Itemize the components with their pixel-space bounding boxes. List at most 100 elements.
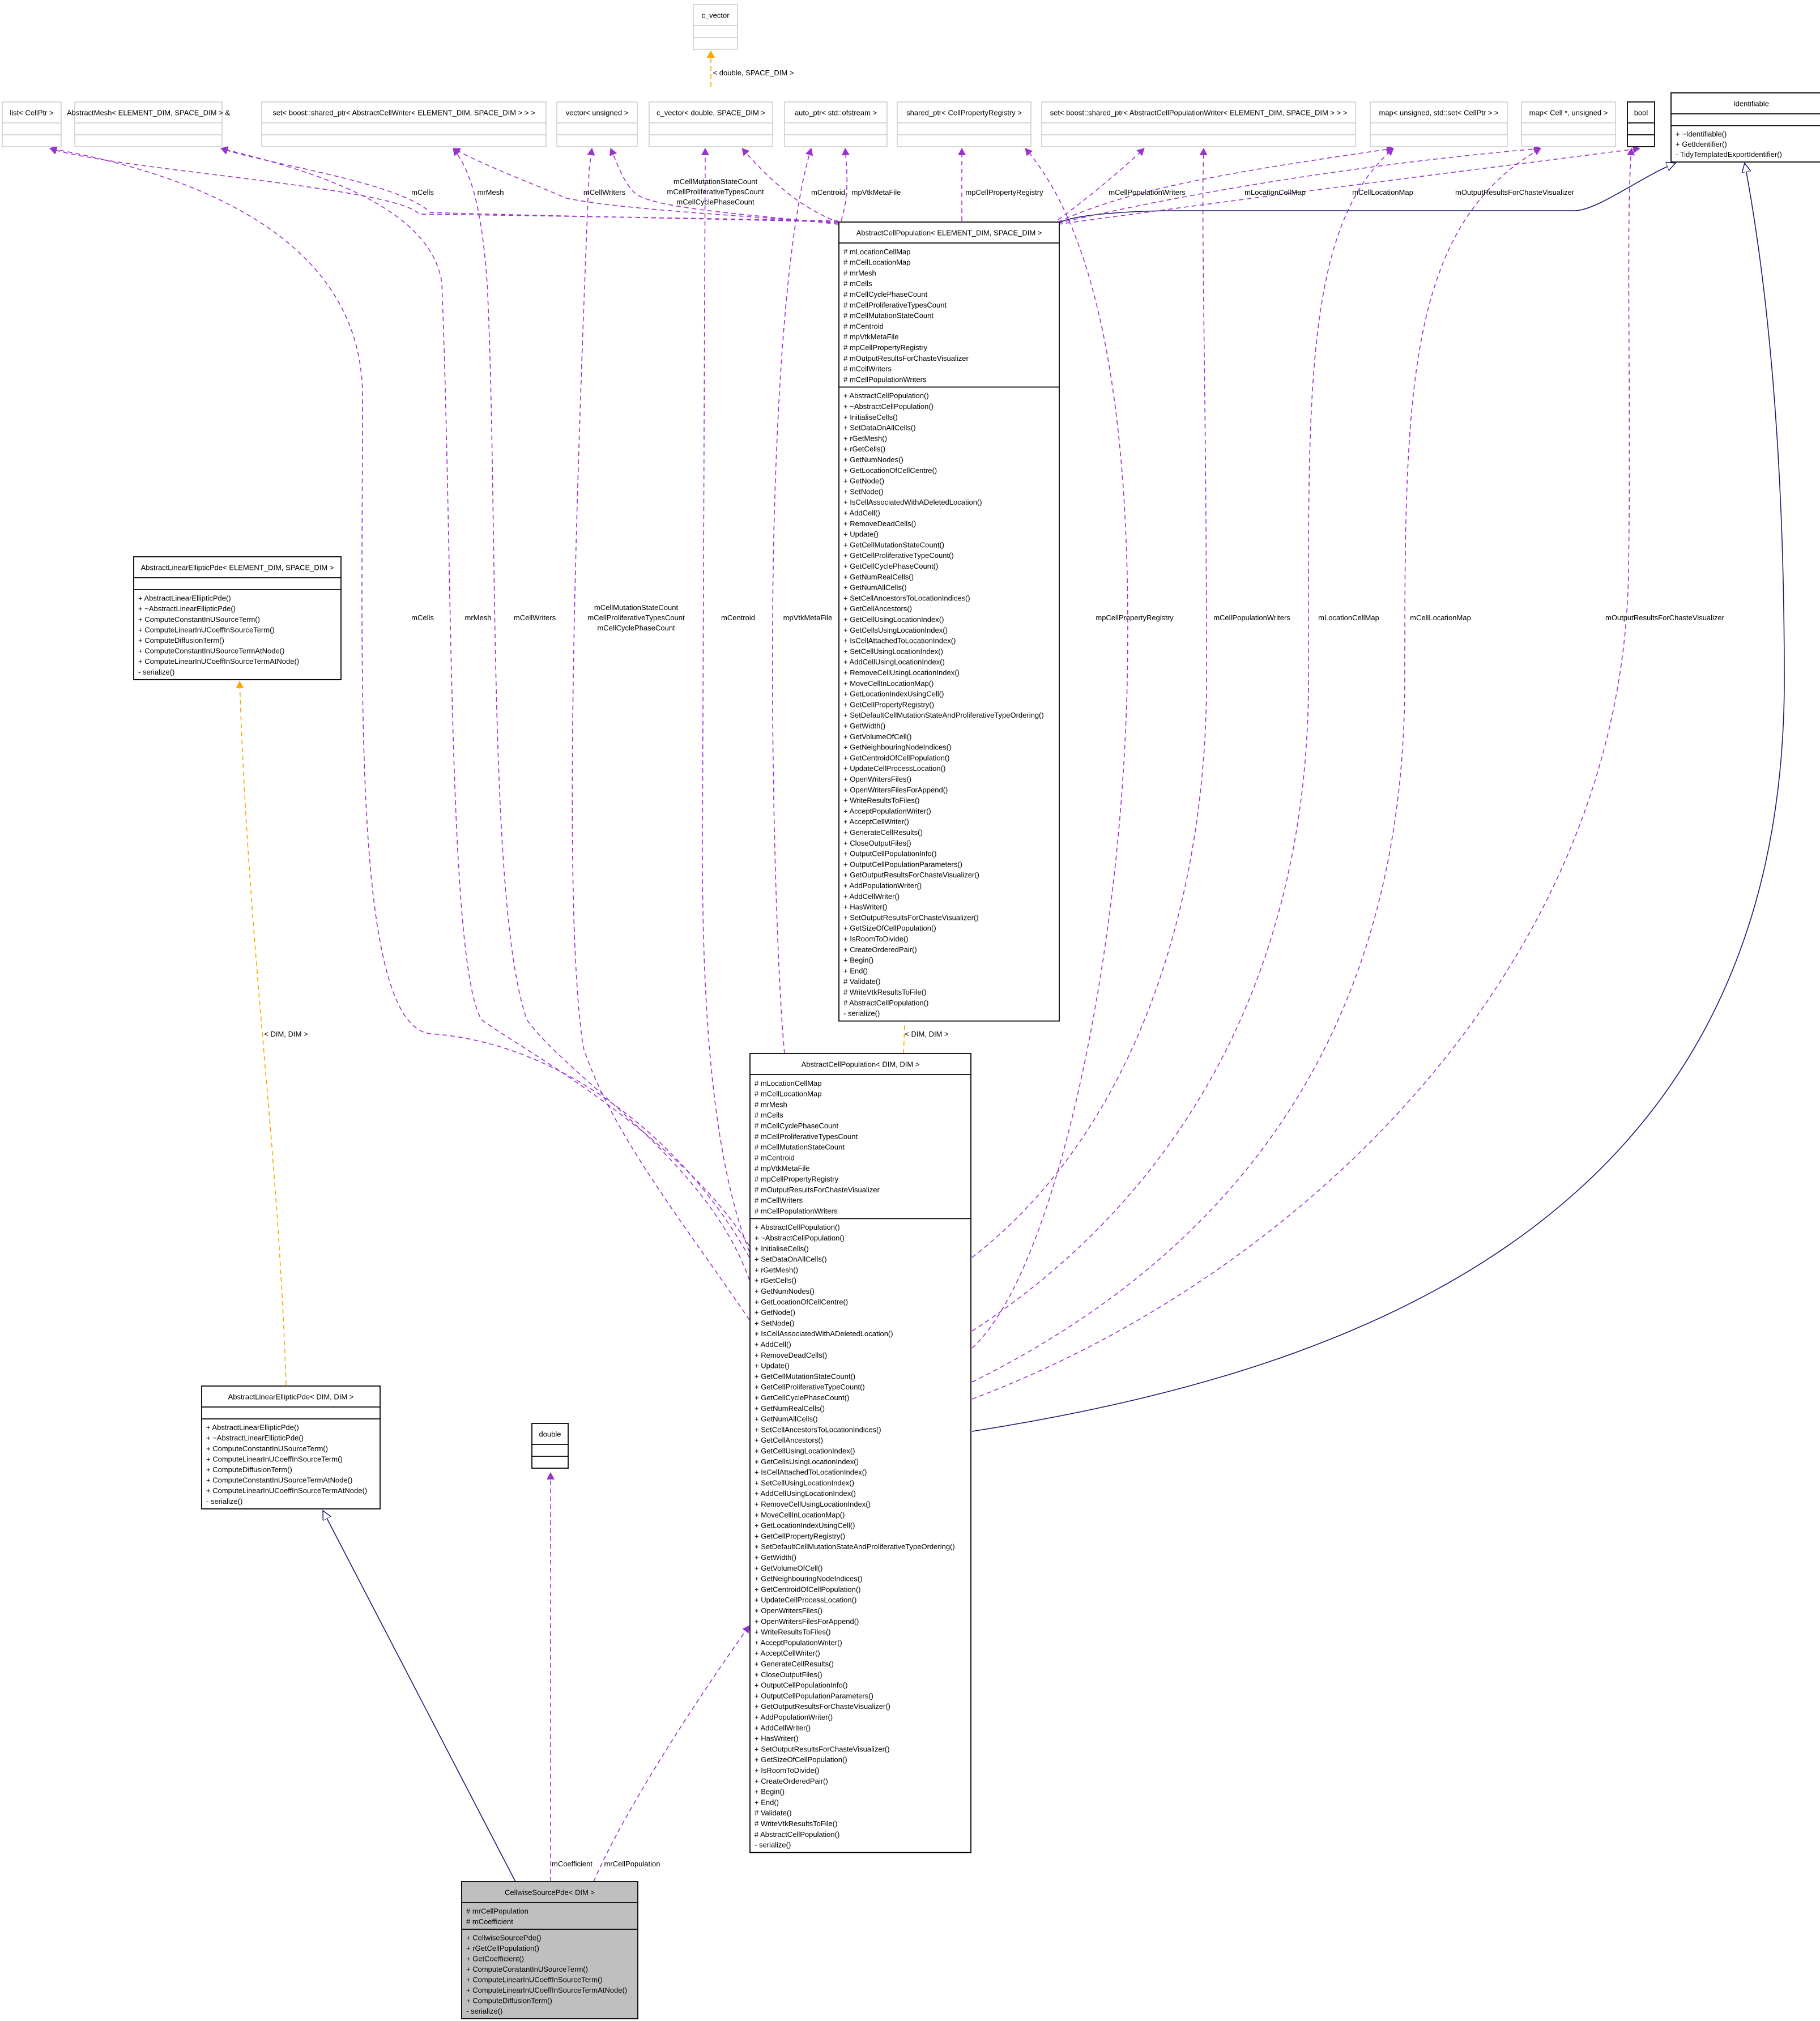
class-method: + GetCoefficient()	[466, 1955, 524, 1963]
class-method: + SetDefaultCellMutationStateAndProlifer…	[755, 1542, 955, 1551]
class-method: + GetLocationIndexUsingCell()	[755, 1521, 855, 1530]
class-method: + SetCellAncestorsToLocationIndices()	[843, 594, 970, 602]
label-top-mpVtkMetaFile: mpVtkMetaFile	[852, 188, 901, 197]
class-box-acp_template[interactable]: AbstractCellPopulation< ELEMENT_DIM, SPA…	[838, 221, 1060, 1022]
class-method: + ~AbstractLinearEllipticPde()	[206, 1434, 304, 1442]
class-method: + MoveCellInLocationMap()	[843, 679, 934, 688]
class-method: + SetOutputResultsForChasteVisualizer()	[843, 913, 979, 922]
class-method: + AcceptPopulationWriter()	[843, 807, 931, 815]
label-top-mCentroid: mCentroid	[811, 188, 845, 197]
class-box-set_popwriter[interactable]: set< boost::shared_ptr< AbstractCellPopu…	[1041, 101, 1356, 147]
class-method: # AbstractCellPopulation()	[755, 1830, 839, 1839]
class-box-c_vector[interactable]: c_vector	[693, 4, 738, 50]
class-method: - serialize()	[138, 668, 174, 676]
class-box-bool[interactable]: bool	[1627, 101, 1655, 147]
class-method: + IsCellAttachedToLocationIndex()	[755, 1468, 867, 1477]
class-method: + GetCellCyclePhaseCount()	[755, 1393, 849, 1402]
class-method: + OutputCellPopulationInfo()	[843, 850, 936, 858]
class-method: + IsRoomToDivide()	[843, 935, 909, 943]
class-method: + GetCentroidOfCellPopulation()	[843, 753, 950, 762]
class-box-frame	[1370, 101, 1508, 147]
class-method: + Update()	[755, 1362, 790, 1370]
class-method: + SetDataOnAllCells()	[755, 1255, 827, 1264]
class-method: + GetNode()	[843, 477, 884, 485]
class-box-map_unsigned_set[interactable]: map< unsigned, std::set< CellPtr > >	[1370, 101, 1508, 147]
edge-mid-mCells	[49, 146, 750, 1258]
class-method: + SetNode()	[843, 487, 883, 496]
class-method: + MoveCellInLocationMap()	[755, 1511, 845, 1519]
edge-mid-counts	[701, 148, 750, 1252]
class-title: AbstractCellPopulation< DIM, DIM >	[802, 1060, 920, 1068]
label-ale-bind: < DIM, DIM >	[264, 1030, 308, 1038]
class-method: + GetWidth()	[755, 1553, 796, 1562]
edge-inherit-ale-dim	[323, 1511, 516, 1882]
class-box-c_vector_ds[interactable]: c_vector< double, SPACE_DIM >	[649, 101, 773, 147]
class-box-frame	[261, 101, 547, 147]
class-method: + InitialiseCells()	[755, 1244, 809, 1253]
class-box-cellwise[interactable]: CellwiseSourcePde< DIM ># mrCellPopulati…	[461, 1881, 638, 2019]
class-box-frame	[2, 101, 62, 147]
class-method: + ComputeLinearInUCoeffInSourceTerm()	[206, 1455, 343, 1463]
class-box-acp_dim[interactable]: AbstractCellPopulation< DIM, DIM ># mLoc…	[749, 1053, 971, 1853]
edge-mid-double-ish	[572, 148, 750, 1320]
class-method: + GetLocationOfCellCentre()	[843, 466, 937, 475]
class-box-vector_unsigned[interactable]: vector< unsigned >	[556, 101, 638, 147]
class-title: set< boost::shared_ptr< AbstractCellWrit…	[272, 108, 535, 117]
class-title: list< CellPtr >	[10, 108, 53, 117]
class-box-frame	[649, 101, 773, 147]
edge-mid-mCentroid	[772, 148, 813, 1054]
class-method: + GetLocationIndexUsingCell()	[843, 690, 944, 698]
class-method: + IsCellAssociatedWithADeletedLocation()	[843, 498, 982, 506]
class-method: + GetNumAllCells()	[755, 1415, 818, 1423]
class-method: + GenerateCellResults()	[843, 828, 923, 837]
class-method: + GetWidth()	[843, 722, 885, 730]
class-method: + OpenWritersFiles()	[843, 775, 911, 783]
label-mid-mCells: mCells	[411, 613, 434, 622]
class-method: + Begin()	[755, 1788, 785, 1796]
label-mrCellPopulation: mrCellPopulation	[604, 1860, 660, 1868]
class-method: + CreateOrderedPair()	[843, 945, 917, 954]
class-box-list_cellptr[interactable]: list< CellPtr >	[2, 101, 62, 147]
edge-cellpopulation	[593, 1625, 750, 1882]
class-method: + GetCellsUsingLocationIndex()	[755, 1457, 859, 1466]
class-method: + SetDataOnAllCells()	[843, 424, 916, 432]
class-attribute: # mCellPopulationWriters	[843, 375, 927, 383]
class-box-identifiable[interactable]: Identifiable+ ~Identifiable()+ GetIdenti…	[1670, 92, 1820, 163]
class-box-shared_ptr_registry[interactable]: shared_ptr< CellPropertyRegistry >	[897, 101, 1032, 147]
class-box-double[interactable]: double	[531, 1423, 569, 1469]
class-attribute: # mCoefficient	[466, 1917, 513, 1926]
class-method: + GetIdentifier()	[1676, 140, 1727, 148]
class-method: + ~AbstractCellPopulation()	[755, 1234, 845, 1242]
class-method: + AddCellUsingLocationIndex()	[843, 658, 945, 666]
class-title: bool	[1634, 108, 1648, 117]
class-method: + End()	[755, 1798, 779, 1806]
class-box-ale_dim[interactable]: AbstractLinearEllipticPde< DIM, DIM >+ A…	[201, 1385, 381, 1510]
class-box-map_cell_unsigned[interactable]: map< Cell *, unsigned >	[1521, 101, 1616, 147]
class-method: + GenerateCellResults()	[755, 1660, 834, 1668]
label-mid-count-2: mCellProliferativeTypesCount	[587, 613, 685, 622]
class-attribute: # mpVtkMetaFile	[843, 332, 899, 341]
class-method: + rGetCells()	[843, 445, 885, 453]
class-method: + GetCellUsingLocationIndex()	[755, 1447, 855, 1455]
class-method: + CellwiseSourcePde()	[466, 1934, 542, 1942]
class-box-ale_template[interactable]: AbstractLinearEllipticPde< ELEMENT_DIM, …	[133, 556, 342, 680]
edge-top-mrMesh	[220, 147, 839, 223]
label-mid-locationcellmap: mLocationCellMap	[1318, 613, 1379, 622]
class-method: + AcceptCellWriter()	[843, 817, 909, 826]
class-title: vector< unsigned >	[566, 108, 629, 117]
label-mid-mCentroid: mCentroid	[721, 613, 755, 622]
class-method: + GetNeighbouringNodeIndices()	[843, 743, 951, 752]
class-box-auto_ptr[interactable]: auto_ptr< std::ofstream >	[784, 101, 888, 147]
class-method: + rGetMesh()	[755, 1265, 798, 1274]
class-method: + SetDefaultCellMutationStateAndProlifer…	[843, 711, 1044, 719]
class-method: + ComputeConstantInUSourceTerm()	[138, 615, 260, 624]
class-method: + CloseOutputFiles()	[755, 1670, 822, 1679]
class-method: + ComputeConstantInUSourceTerm()	[206, 1444, 328, 1453]
class-box-set_cellwriter[interactable]: set< boost::shared_ptr< AbstractCellWrit…	[261, 101, 547, 147]
class-method: + End()	[843, 966, 868, 975]
class-method: + GetCellPropertyRegistry()	[755, 1532, 845, 1540]
class-box-frame	[461, 1881, 638, 2019]
class-title: c_vector	[701, 11, 730, 19]
class-method: + ComputeLinearInUCoeffInSourceTermAtNod…	[466, 1986, 627, 1994]
class-box-abstract_mesh[interactable]: AbstractMesh< ELEMENT_DIM, SPACE_DIM > &	[67, 101, 230, 147]
